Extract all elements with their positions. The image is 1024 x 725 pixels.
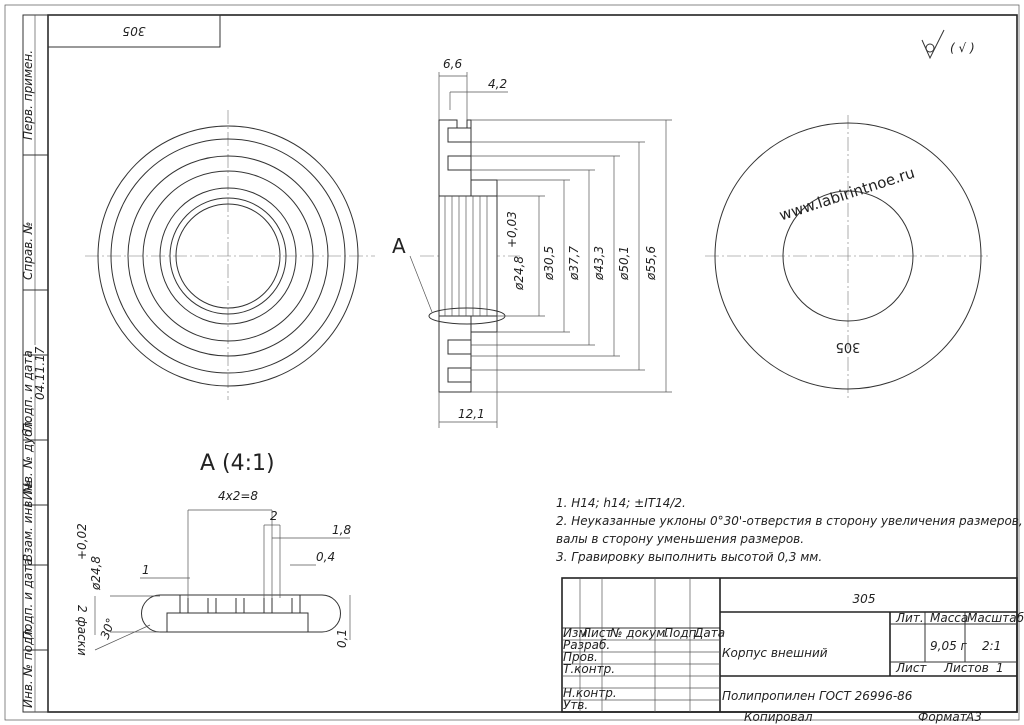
tb-h-izm: Изм. xyxy=(563,626,591,640)
tb-sheet-label: Лист xyxy=(895,661,927,675)
copied-label: Копировал xyxy=(744,710,813,724)
tb-role-ncontr: Н.контр. xyxy=(563,686,617,700)
side-label-first-use: Перв. примен. xyxy=(21,50,35,140)
detail-dim-chamfer: 2 фаски xyxy=(75,605,89,656)
tb-part-number: 305 xyxy=(853,592,876,606)
detail-dim-angle: 30° xyxy=(98,616,118,641)
detail-a-title: A (4:1) xyxy=(200,451,275,476)
dim-w-bottom: 12,1 xyxy=(458,407,485,421)
tb-material: Полипропилен ГОСТ 26996-86 xyxy=(722,689,913,703)
tb-sheets-value: 1 xyxy=(996,661,1004,675)
dim-d4: ø43,3 xyxy=(592,246,606,281)
note-3: 3. Гравировку выполнить высотой 0,3 мм. xyxy=(556,550,822,564)
engraving-number: 305 xyxy=(836,339,861,354)
dim-d1: ø24,8 xyxy=(512,256,526,291)
tb-sheets-label: Листов xyxy=(943,661,989,675)
tb-lit-header: Лит. xyxy=(895,611,924,625)
detail-dim-pitch: 4x2=8 xyxy=(218,489,258,503)
title-block: 305 Корпус внешний Полипропилен ГОСТ 269… xyxy=(561,577,1024,713)
detail-dim-d-tol: +0,02 xyxy=(75,523,89,560)
tb-scale: 2:1 xyxy=(982,639,1001,653)
detail-dim-04: 0,4 xyxy=(316,550,335,564)
detail-dim-01: 0,1 xyxy=(335,629,349,648)
dim-w-top2: 4,2 xyxy=(488,77,507,91)
detail-dim-1: 1 xyxy=(142,563,150,577)
dim-d3: ø37,7 xyxy=(567,246,581,281)
tb-role-dev: Разраб. xyxy=(563,638,610,652)
tb-scale-header: Масштаб xyxy=(967,611,1024,625)
detail-a: A (4:1) 4x2=8 2 1,8 0 xyxy=(75,451,351,656)
side-label-repl: Взам. инв. № xyxy=(21,481,35,562)
section-a-label: A xyxy=(392,234,406,258)
roughness-icon: ( √ ) xyxy=(921,29,975,60)
tb-part-name: Корпус внешний xyxy=(722,646,828,660)
tb-h-list: Лист xyxy=(581,626,613,640)
side-strip: Перв. примен. Справ. № 04.11.17 Подп. и … xyxy=(21,14,49,713)
tb-role-check: Пров. xyxy=(563,650,598,664)
side-label-ref-no: Справ. № xyxy=(21,222,35,280)
technical-notes: 1. H14; h14; ±IT14/2. 2. Неуказанные укл… xyxy=(556,496,1023,564)
note-2b: валы в сторону уменьшения размеров. xyxy=(556,532,804,546)
detail-dim-2: 2 xyxy=(270,509,278,523)
tb-role-tcontr: Т.контр. xyxy=(563,662,615,676)
dim-w-top1: 6,6 xyxy=(443,57,462,71)
side-label-sign-date-1: Подп. и дата xyxy=(21,350,35,432)
tb-mass-header: Масса xyxy=(930,611,968,625)
front-view xyxy=(85,110,375,400)
side-label-date: 04.11.17 xyxy=(33,346,47,400)
detail-dim-18: 1,8 xyxy=(332,523,351,537)
tb-h-doc: № докум. xyxy=(609,626,669,640)
drawing-frame xyxy=(47,14,1018,713)
engraving-url: www.labirintnoe.ru xyxy=(777,164,917,225)
format-value: A3 xyxy=(965,710,982,724)
format-label: Формат xyxy=(918,710,968,724)
section-view: A ø24,8 +0,03 ø30,5 ø37,7 ø43,3 ø5 xyxy=(392,57,672,428)
side-label-sign-date-2: Подп. и дата xyxy=(21,558,35,640)
side-label-dupl: Инв. № дубл. xyxy=(21,418,35,500)
dim-d6: ø55,6 xyxy=(644,246,658,281)
tb-mass: 9,05 г xyxy=(930,639,968,653)
tb-h-date: Дата xyxy=(693,626,725,640)
dim-d2: ø30,5 xyxy=(542,246,556,281)
tb-role-appr: Утв. xyxy=(563,698,588,712)
note-2: 2. Неуказанные уклоны 0°30'-отверстия в … xyxy=(556,514,1023,528)
detail-dim-d: ø24,8 xyxy=(89,556,103,591)
dim-d5: ø50,1 xyxy=(617,246,631,281)
dim-d1-tol: +0,03 xyxy=(505,211,519,248)
top-number-box xyxy=(47,14,221,48)
note-1: 1. H14; h14; ±IT14/2. xyxy=(556,496,686,510)
tb-h-sign: Подп. xyxy=(664,626,700,640)
side-label-orig: Инв. № подл. xyxy=(21,625,35,708)
svg-text:( √ ): ( √ ) xyxy=(950,41,975,55)
sheet-border xyxy=(4,4,1020,721)
top-number-text: 305 xyxy=(123,24,146,38)
rear-view: www.labirintnoe.ru 305 xyxy=(705,115,990,400)
